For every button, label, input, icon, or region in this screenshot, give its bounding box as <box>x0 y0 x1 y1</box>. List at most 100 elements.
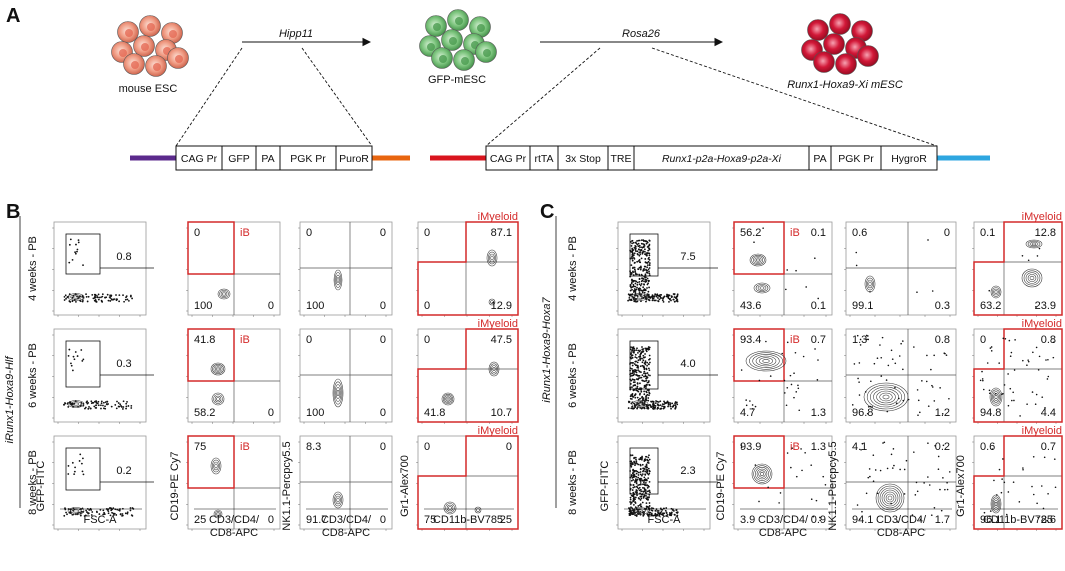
event-dot <box>667 403 670 406</box>
event-dot <box>934 444 936 447</box>
contour-ring <box>883 491 897 505</box>
event-dot <box>635 288 638 291</box>
event-dot <box>629 367 632 370</box>
event-dot <box>928 484 931 486</box>
contour-ring <box>70 508 82 514</box>
event-dot <box>1031 485 1033 488</box>
event-dot <box>633 349 636 352</box>
event-dot <box>647 268 650 271</box>
event-dot <box>64 402 66 404</box>
event-dot <box>93 293 96 296</box>
event-dot <box>982 379 984 382</box>
event-dot <box>85 293 87 296</box>
event-dot <box>632 486 635 489</box>
event-dot <box>634 464 636 467</box>
event-dot <box>785 288 787 291</box>
event-dot <box>644 470 647 473</box>
contour-ring <box>441 392 455 406</box>
quadrant-value: 25 <box>500 514 512 526</box>
event-dot <box>639 468 642 470</box>
contour-ring <box>631 400 649 408</box>
event-dot <box>869 405 872 408</box>
event-dot <box>637 242 640 245</box>
event-dot <box>646 407 649 410</box>
quadrant-value: 1.3 <box>852 334 867 346</box>
cell-cluster-esc <box>111 15 189 77</box>
event-dot <box>97 298 100 301</box>
event-dot <box>124 512 127 515</box>
event-dot <box>102 404 104 407</box>
event-dot <box>117 405 120 408</box>
event-dot <box>758 379 761 382</box>
event-dot <box>783 379 786 382</box>
event-dot <box>645 492 647 495</box>
event-dot <box>990 519 993 521</box>
event-dot <box>632 285 634 288</box>
event-dot <box>810 464 813 466</box>
event-dot <box>637 398 640 401</box>
event-dot <box>646 271 649 274</box>
event-dot <box>643 460 646 462</box>
event-dot <box>104 405 106 408</box>
plot-frame <box>733 221 833 316</box>
event-dot <box>643 479 645 482</box>
event-dot <box>117 402 120 404</box>
event-dot <box>646 472 649 475</box>
event-dot <box>868 468 871 470</box>
construct-element: CAG Pr <box>181 153 218 165</box>
event-dot <box>636 478 639 481</box>
event-dot <box>930 368 932 371</box>
event-dot <box>988 289 991 292</box>
gate-percentage: 0.2 <box>116 465 131 477</box>
contour-ring <box>760 472 764 476</box>
quadrant-value: 3.9 <box>740 514 755 526</box>
event-dot <box>648 286 650 289</box>
event-dot <box>632 374 635 377</box>
event-dot <box>632 499 635 502</box>
event-dot <box>647 249 650 252</box>
event-dot <box>632 407 635 410</box>
event-dot <box>657 511 659 514</box>
event-dot <box>643 244 646 247</box>
event-dot <box>633 257 635 259</box>
event-dot <box>93 405 96 408</box>
event-dot <box>1047 358 1049 361</box>
event-dot <box>631 472 634 475</box>
event-dot <box>634 245 637 247</box>
event-dot <box>669 297 671 300</box>
contour-ring <box>752 354 780 368</box>
event-dot <box>635 387 637 390</box>
quadrant-value: 0.9 <box>811 514 826 526</box>
event-dot <box>674 407 677 410</box>
event-dot <box>641 289 644 292</box>
y-axis-label-nk: NK1.1-Percpcy5.5 <box>827 441 839 530</box>
event-dot <box>630 245 633 247</box>
event-dot <box>944 488 946 491</box>
contour-ring <box>489 253 495 263</box>
cell-nucleus <box>147 23 155 31</box>
event-dot <box>857 377 859 380</box>
contour-ring <box>443 501 457 515</box>
event-dot <box>648 296 650 299</box>
quadrant-value: 23.9 <box>1035 300 1056 312</box>
event-dot <box>102 401 105 404</box>
event-dot <box>628 507 630 509</box>
event-dot <box>867 406 870 408</box>
event-dot <box>629 488 632 491</box>
event-dot <box>100 404 102 407</box>
imyeloid-gate-label: iMyeloid <box>478 318 518 330</box>
event-dot <box>648 272 651 275</box>
event-dot <box>640 371 642 374</box>
event-dot <box>629 275 632 278</box>
event-dot <box>642 483 644 486</box>
event-dot <box>634 479 637 482</box>
ib-gate <box>733 221 785 275</box>
event-dot <box>648 270 650 273</box>
event-dot <box>988 392 991 395</box>
contour-ring <box>994 290 998 294</box>
event-dot <box>95 301 98 303</box>
event-dot <box>65 511 67 514</box>
contour-ring <box>1025 239 1043 249</box>
event-dot <box>1027 360 1030 363</box>
event-dot <box>648 454 650 457</box>
